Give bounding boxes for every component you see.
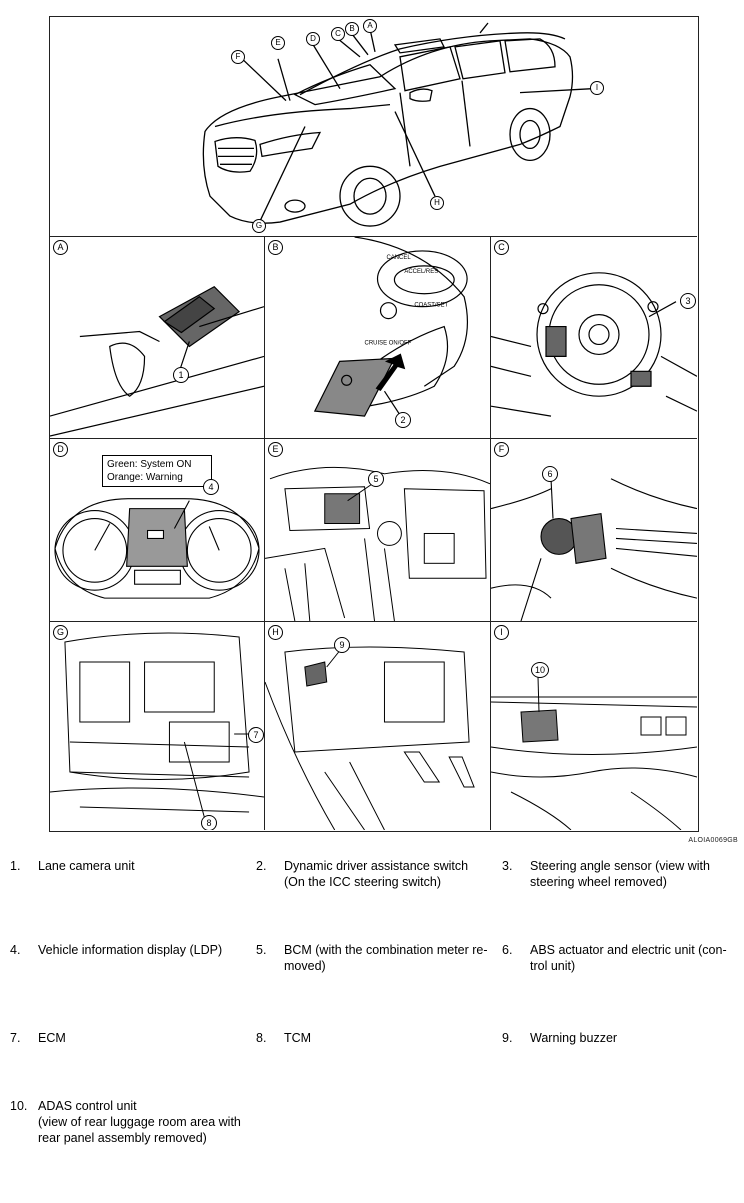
- steering-switch-illustration: CANCEL ACCEL/RES COAST/SET CRUISE ON/OFF: [313, 237, 469, 417]
- callout-2: 2: [395, 412, 411, 428]
- callout-4: 4: [203, 479, 219, 495]
- panel-a-lane-camera: A 1: [50, 237, 265, 439]
- coast-set-label: COAST/SET: [414, 303, 448, 309]
- overview-callout-b: B: [345, 22, 359, 36]
- panel-b-label: B: [268, 240, 283, 255]
- callout-9: 9: [334, 637, 350, 653]
- abs-unit-illustration: [491, 478, 697, 621]
- panel-h-driver-footwell: H 9: [265, 622, 491, 830]
- overview-callout-d: D: [306, 32, 320, 46]
- engine-room-illustration: [50, 632, 264, 818]
- display-legend-box: Green: System ON Orange: Warning: [102, 455, 212, 487]
- panel-g-engine-room: G 7 8: [50, 622, 265, 830]
- cruise-onoff-label: CRUISE ON/OFF: [365, 340, 412, 346]
- callout-7: 7: [248, 727, 264, 743]
- overview-callout-e: E: [271, 36, 285, 50]
- callout-5: 5: [368, 471, 384, 487]
- callout-8: 8: [201, 815, 217, 830]
- overview-callout-g: G: [252, 219, 266, 233]
- footwell-illustration: [265, 646, 475, 830]
- overview-callout-h: H: [430, 196, 444, 210]
- cancel-label: CANCEL: [386, 255, 411, 261]
- callout-3: 3: [680, 293, 696, 309]
- luggage-room-illustration: [491, 676, 697, 830]
- panel-i-luggage-room: I 10: [491, 622, 697, 830]
- dashboard-illustration: [265, 466, 490, 621]
- lane-camera-illustration: [50, 286, 264, 437]
- panel-e-label: E: [268, 442, 283, 457]
- panel-c-label: C: [494, 240, 509, 255]
- overview-callout-f: F: [231, 50, 245, 64]
- overview-callout-c: C: [331, 27, 345, 41]
- panel-h-label: H: [268, 625, 283, 640]
- panel-f-label: F: [494, 442, 509, 457]
- callout-1: 1: [173, 367, 189, 383]
- panel-d-label: D: [53, 442, 68, 457]
- panel-b-assist-switch: B CANCEL ACCEL/RES COAST/SET CRUISE ON/O…: [265, 237, 491, 439]
- panel-i-label: I: [494, 625, 509, 640]
- green-system-on-label: Green: System ON: [107, 459, 192, 470]
- panel-d-vehicle-info-display: D Green: System ON Orange: Warning 4: [50, 439, 265, 622]
- panel-a-label: A: [53, 240, 68, 255]
- vehicle-overview-panel: A B C D E F G H I: [50, 17, 697, 237]
- overview-callout-i: I: [590, 81, 604, 95]
- accel-res-label: ACCEL/RES: [404, 269, 438, 275]
- panel-g-label: G: [53, 625, 68, 640]
- vehicle-illustration: [202, 22, 593, 227]
- figure-id: ALOIA0069GB: [688, 837, 738, 844]
- steering-sensor-illustration: [491, 272, 697, 417]
- panel-e-bcm: E 5: [265, 439, 491, 622]
- panel-f-abs-actuator: F 6: [491, 439, 697, 622]
- overview-callout-a: A: [363, 19, 377, 33]
- panel-c-steering-angle-sensor: C 3: [491, 237, 697, 439]
- callout-10: 10: [531, 662, 549, 678]
- callout-6: 6: [542, 466, 558, 482]
- meter-illustration: [54, 498, 260, 599]
- orange-warning-label: Orange: Warning: [107, 472, 183, 483]
- component-location-figure: A B C D E F G H I A 1 B: [49, 16, 699, 832]
